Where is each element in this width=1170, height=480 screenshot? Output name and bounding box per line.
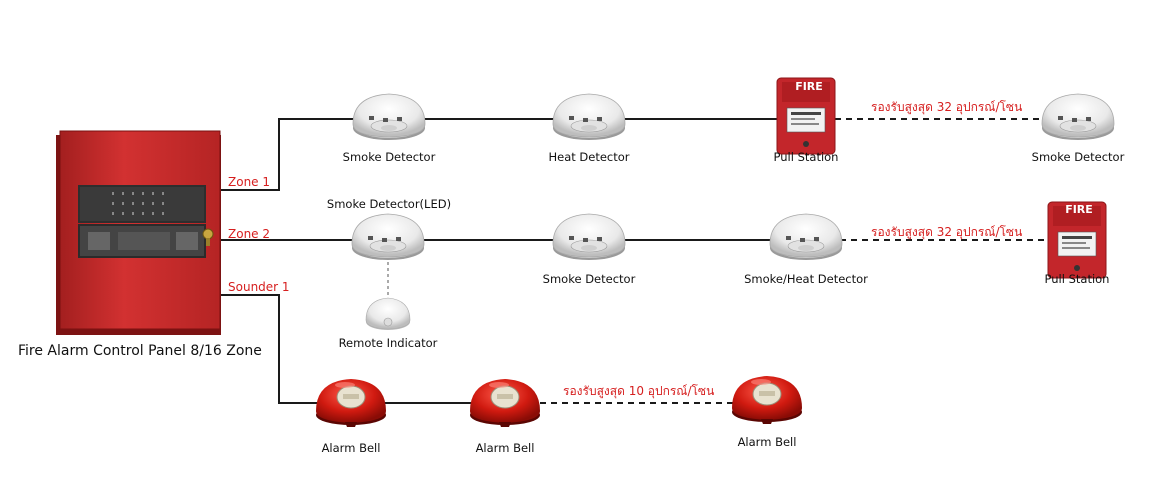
sounder1-wire [219,294,504,404]
smoke-detector-icon [1041,93,1115,141]
zone1-max-note: รองรับสูงสุด 32 อุปกรณ์/โซน [871,100,1023,114]
zone1-wire [219,118,780,191]
fire-alarm-panel-icon [56,130,221,335]
pull-station-fire-text: FIRE [795,80,823,93]
panel-title: Fire Alarm Control Panel 8/16 Zone [18,343,262,359]
z2-pull-station-label: Pull Station [1044,272,1110,286]
smoke-detector-led-icon [351,213,425,261]
zone2-label: Zone 2 [228,227,270,241]
s1-alarm-bell-end-label: Alarm Bell [737,435,797,449]
zone1-label: Zone 1 [228,175,270,189]
z2-smoke-detector-led-label: Smoke Detector(LED) [326,197,452,211]
smoke-heat-detector-icon [769,213,843,261]
alarm-bell-icon [731,375,803,425]
z1-heat-detector-label: Heat Detector [548,150,630,164]
smoke-detector-icon [352,93,426,141]
z2-remote-indicator-label: Remote Indicator [338,336,438,350]
z1-smoke-detector-label: Smoke Detector [342,150,436,164]
smoke-detector-icon [552,213,626,261]
pull-station-fire-text: FIRE [1065,203,1093,216]
s1-alarm-bell-label: Alarm Bell [321,441,381,455]
pull-station-icon: FIRE [1047,201,1107,279]
heat-detector-icon [552,93,626,141]
z2-smoke-detector-label: Smoke Detector [542,272,636,286]
alarm-bell-icon [315,378,387,428]
s1-alarm-bell-label: Alarm Bell [475,441,535,455]
pull-station-icon: FIRE [776,77,836,155]
sounder1-label: Sounder 1 [228,280,290,294]
alarm-bell-icon [469,378,541,428]
zone2-max-note: รองรับสูงสุด 32 อุปกรณ์/โซน [871,225,1023,239]
z1-pull-station-label: Pull Station [773,150,839,164]
sounder-max-note: รองรับสูงสุด 10 อุปกรณ์/โซน [563,384,715,398]
remote-indicator-icon [365,297,411,330]
z1-smoke-detector-end-label: Smoke Detector [1031,150,1125,164]
z2-smoke-heat-detector-label: Smoke/Heat Detector [744,272,868,286]
